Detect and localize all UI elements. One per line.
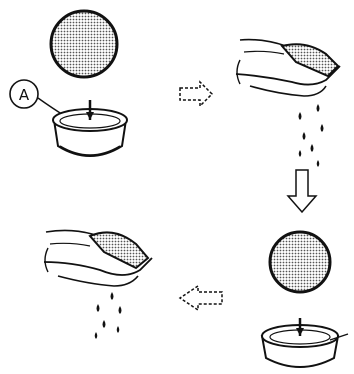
callout-a: A xyxy=(9,79,69,119)
step-4-group xyxy=(43,229,153,339)
filter-2-edge xyxy=(280,43,340,78)
bowl-1-base xyxy=(59,145,121,156)
hand-2-thumb xyxy=(249,85,327,97)
water-drops-4 xyxy=(94,292,122,339)
round-filter-disc xyxy=(49,9,119,79)
bowl-1-spindle-tip xyxy=(86,112,94,120)
filter-4-edge xyxy=(88,231,150,270)
step-1-group: A xyxy=(9,9,128,157)
hand-4-palm xyxy=(43,257,153,276)
step-2-group xyxy=(235,38,341,167)
bowl-3 xyxy=(260,318,349,368)
arrow-right xyxy=(179,80,214,108)
callout-a-label: A xyxy=(19,86,30,104)
hand-2-palm xyxy=(235,65,341,86)
hand-4-finger-line xyxy=(49,242,91,247)
arrow-down xyxy=(286,169,318,214)
bowl-3-spindle-tip xyxy=(296,328,304,336)
hand-2-wrist xyxy=(236,59,241,85)
water-drops-2 xyxy=(298,104,324,167)
hand-4-wrist xyxy=(44,247,49,273)
bowl-3-side-mark xyxy=(329,333,349,341)
hand-2-finger-line xyxy=(243,50,285,55)
callout-a-circle xyxy=(9,79,39,109)
bowl-1 xyxy=(52,100,128,157)
hand-4-thumb xyxy=(57,275,139,287)
step-3-group xyxy=(260,230,349,368)
arrow-left xyxy=(178,284,223,312)
round-filter-disc-3 xyxy=(268,230,332,294)
